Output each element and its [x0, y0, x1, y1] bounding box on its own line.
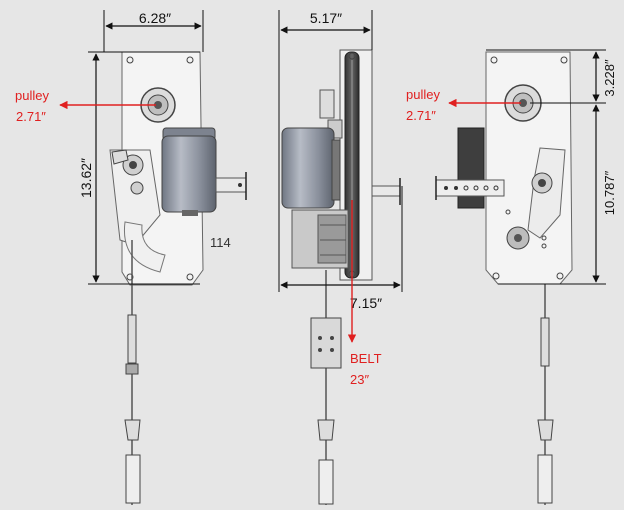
right-pulley-value: 2.71″: [406, 108, 436, 123]
middle-trolley-block: [310, 317, 342, 369]
left-pulley-label: pulley: [15, 88, 49, 103]
left-height-dimension: 13.62″: [78, 158, 94, 198]
right-lower-dimension: 10.787″: [602, 170, 617, 215]
left-chain-link: [127, 314, 137, 364]
left-handle: [125, 454, 141, 504]
left-guard: [123, 221, 166, 273]
left-width-dimension: 6.28″: [139, 10, 171, 26]
right-pulley-label: pulley: [406, 87, 440, 102]
left-mount-hole: [126, 273, 134, 281]
belt-label: BELT: [350, 351, 382, 366]
left-motor: [161, 127, 217, 216]
right-upper-dimension: 3.228″: [602, 59, 617, 97]
left-part-number: 114: [210, 235, 231, 250]
left-bracket-arm: [109, 149, 161, 246]
right-handle: [537, 454, 553, 504]
left-disconnect: [124, 419, 141, 441]
left-gear: [130, 181, 144, 195]
left-view: 6.28″ 13.62″ pulley 2.71″ 114: [15, 10, 247, 505]
right-view: 3.228″ 10.787″ pulley 2.71″: [406, 49, 617, 505]
middle-depth-dimension: 5.17″: [310, 10, 342, 26]
belt-value: 23″: [350, 372, 369, 387]
middle-view: 5.17″ 7.15″ BELT 23″: [278, 10, 403, 505]
right-chain-link: [540, 317, 550, 367]
left-mount-hole: [186, 56, 194, 64]
middle-motor: [281, 127, 341, 209]
right-disconnect: [537, 419, 554, 441]
middle-handle: [318, 459, 334, 505]
middle-shaft: [371, 185, 401, 197]
middle-disconnect: [317, 419, 335, 441]
middle-overall-depth-dimension: 7.15″: [350, 295, 382, 311]
left-pulley-value: 2.71″: [16, 109, 46, 124]
left-mount-hole: [186, 273, 194, 281]
left-mount-hole: [126, 56, 134, 64]
